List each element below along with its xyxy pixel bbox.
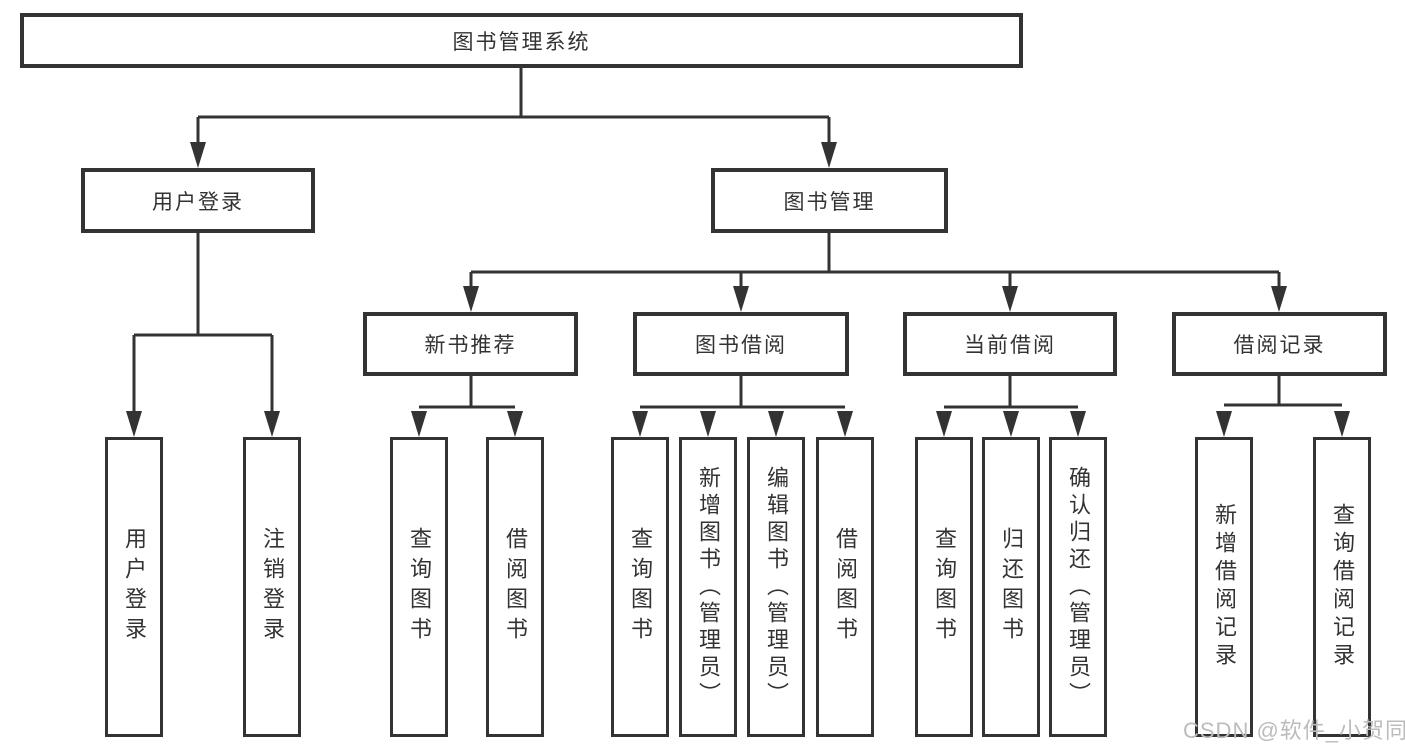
arrowheads	[126, 142, 1350, 437]
leaf-query-books-2: 查询图书	[611, 437, 669, 737]
arrow-user-login-node	[190, 142, 206, 168]
leaf-borrow-books-1: 借阅图书	[486, 437, 544, 737]
leaf-label: 借阅图书	[503, 527, 528, 647]
leaf-label: 查询图书	[407, 527, 432, 647]
node-label: 用户登录	[152, 190, 244, 214]
arrow-book-mgmt-node	[821, 142, 837, 168]
node-library-system: 图书管理系统	[20, 13, 1023, 68]
leaf-edit-books-admin: 编辑图书（管理员）	[747, 437, 805, 737]
leaf-label: 确认归还（管理员）	[1066, 465, 1091, 709]
leaf-query-borrow-record: 查询借阅记录	[1313, 437, 1371, 737]
leaf-label: 注销登录	[260, 527, 285, 647]
leaf-add-books-admin: 新增图书（管理员）	[679, 437, 737, 737]
node-book-borrowing: 图书借阅	[633, 312, 849, 376]
node-label: 新书推荐	[424, 334, 517, 357]
leaf-add-borrow-record: 新增借阅记录	[1195, 437, 1253, 737]
leaf-user-login: 用户登录	[105, 437, 163, 737]
node-user-login: 用户登录	[81, 168, 315, 233]
leaf-logout: 注销登录	[243, 437, 301, 737]
leaf-label: 查询借阅记录	[1330, 503, 1355, 671]
leaf-confirm-return-admin: 确认归还（管理员）	[1049, 437, 1107, 737]
node-borrow-records: 借阅记录	[1172, 312, 1387, 376]
leaf-label: 新增图书（管理员）	[696, 465, 721, 709]
leaf-label: 编辑图书（管理员）	[764, 465, 789, 709]
node-label: 图书管理系统	[452, 30, 591, 54]
node-label: 图书管理	[783, 190, 876, 214]
leaf-label: 借阅图书	[833, 527, 858, 647]
leaf-label: 用户登录	[122, 527, 147, 647]
leaf-label: 查询图书	[628, 527, 653, 647]
leaf-label: 归还图书	[999, 527, 1024, 647]
node-label: 借阅记录	[1233, 334, 1326, 357]
node-new-book-recommend: 新书推荐	[363, 312, 578, 376]
node-current-borrowing: 当前借阅	[903, 312, 1117, 376]
leaf-label: 新增借阅记录	[1212, 503, 1237, 671]
node-book-management: 图书管理	[711, 168, 948, 233]
leaf-query-books-1: 查询图书	[390, 437, 448, 737]
node-label: 图书借阅	[695, 334, 787, 357]
csdn-watermark: CSDN @软件_小贺同学	[1183, 718, 1405, 743]
leaf-query-books-3: 查询图书	[915, 437, 973, 737]
leaf-return-books: 归还图书	[982, 437, 1040, 737]
leaf-borrow-books-2: 借阅图书	[816, 437, 874, 737]
leaf-label: 查询图书	[932, 527, 957, 647]
node-label: 当前借阅	[964, 334, 1056, 357]
